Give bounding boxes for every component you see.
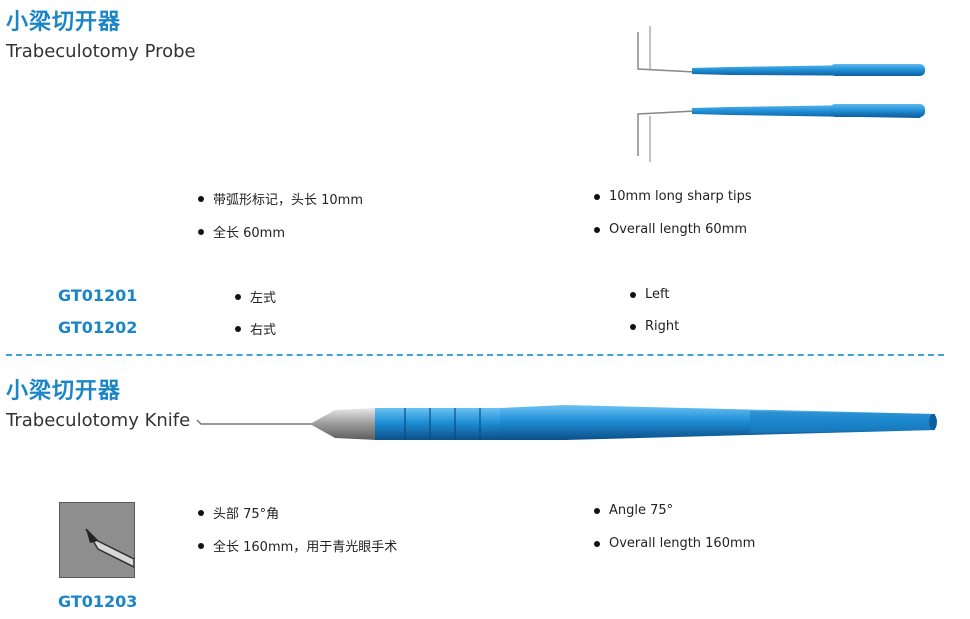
product-code: GT01201 [58,286,138,305]
bullet-icon [198,542,204,549]
section-divider [6,354,944,356]
bullet-icon [594,540,600,547]
variant-cn-1: 左式 [235,287,276,306]
bullet-icon [594,226,600,233]
section1-title-en: Trabeculotomy Probe [6,41,196,62]
bullet-icon [594,193,600,200]
spec2-en-2: Overall length 160mm [594,536,755,551]
spec-en-2: Overall length 60mm [594,222,747,237]
knife-tip-thumbnail [59,502,135,578]
spec2-en-1: Angle 75° [594,503,673,518]
probe-illustration [637,26,925,162]
spec2-cn-1: 头部 75°角 [198,503,279,522]
knife-tip-icon [85,528,134,568]
variant-cn-2: 右式 [235,319,276,338]
knife-illustration [196,405,937,440]
product-code: GT01203 [58,592,138,611]
probe-top [637,26,925,76]
section2-title-en: Trabeculotomy Knife [6,410,191,431]
spec-cn-2: 全长 60mm [198,222,285,241]
bullet-icon [198,228,204,235]
product-code: GT01202 [58,318,138,337]
spec-cn-1: 带弧形标记，头长 10mm [198,189,363,208]
bullet-icon [630,323,636,330]
bullet-icon [594,507,600,514]
variant-en-1: Left [630,287,669,302]
bullet-icon [198,195,204,202]
variant-en-2: Right [630,319,679,334]
spec2-cn-2: 全长 160mm，用于青光眼手术 [198,536,397,555]
probe-bottom [637,104,925,162]
section1-title-cn: 小梁切开器 [6,10,122,35]
bullet-icon [198,509,204,516]
section2-title-cn: 小梁切开器 [6,379,122,404]
bullet-icon [235,293,241,300]
bullet-icon [235,325,241,332]
spec-en-1: 10mm long sharp tips [594,189,752,204]
bullet-icon [630,291,636,298]
